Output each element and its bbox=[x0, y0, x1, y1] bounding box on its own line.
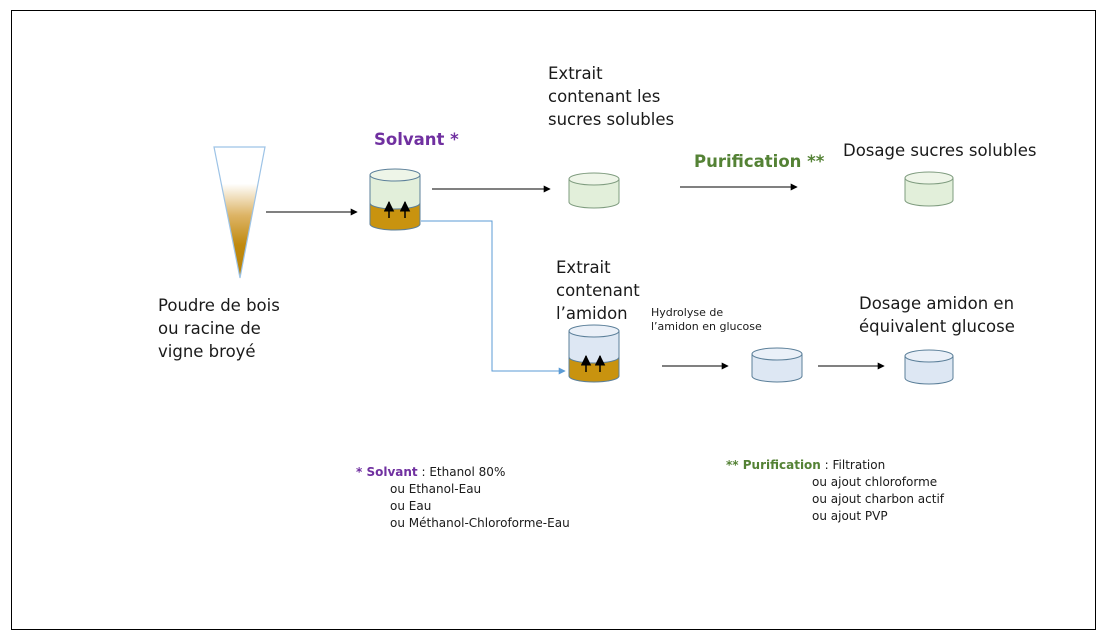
solvent-beaker bbox=[369, 168, 421, 231]
starch-dosage-beaker bbox=[904, 349, 954, 385]
starch-extract-label: Extrait contenant l’amidon bbox=[556, 256, 640, 325]
solvant-option: ou Eau bbox=[390, 499, 432, 513]
sugar-dosage-label: Dosage sucres solubles bbox=[843, 141, 1037, 160]
solvant-option: Ethanol 80% bbox=[429, 465, 506, 479]
starch-extract-beaker bbox=[568, 324, 620, 383]
powder-label: Poudre de bois ou racine de vigne broyé bbox=[158, 294, 280, 363]
purification-option: ou ajout charbon actif bbox=[812, 492, 944, 506]
starch-extract-label-line: Extrait bbox=[556, 258, 611, 277]
purification-option: ou ajout chloroforme bbox=[812, 475, 938, 489]
sugar-extract-label-line: sucres solubles bbox=[548, 110, 675, 129]
starch-dosage-label: Dosage amidon en équivalent glucose bbox=[859, 292, 1015, 338]
solvant-footnote-key: * Solvant bbox=[356, 465, 418, 479]
arrow-to-starch-extract bbox=[421, 220, 566, 375]
purification-label: Purification ** bbox=[694, 152, 825, 171]
hydrolysis-label-line: l’amidon en glucose bbox=[651, 320, 762, 333]
sugar-extract-label-line: Extrait bbox=[548, 64, 603, 83]
powder-cone-tube bbox=[213, 146, 266, 279]
purification-footnote: ** Purification : Filtration ou ajout ch… bbox=[726, 457, 944, 525]
solvant-option: ou Méthanol-Chloroforme-Eau bbox=[390, 516, 570, 530]
solvant-footnote-first-line: * Solvant : Ethanol 80% bbox=[356, 464, 570, 481]
starch-dosage-label-line: équivalent glucose bbox=[859, 317, 1015, 336]
purification-option: Filtration bbox=[832, 458, 886, 472]
purification-option: ou ajout PVP bbox=[812, 509, 888, 523]
starch-extract-label-line: l’amidon bbox=[556, 304, 628, 323]
sugar-dosage-beaker bbox=[904, 171, 954, 207]
powder-label-line: vigne broyé bbox=[158, 342, 256, 361]
solvant-option: ou Ethanol-Eau bbox=[390, 482, 482, 496]
footnote-separator: : bbox=[820, 458, 833, 472]
purification-footnote-first-line: ** Purification : Filtration bbox=[726, 457, 944, 474]
powder-label-line: Poudre de bois bbox=[158, 296, 280, 315]
sugar-extract-label: Extrait contenant les sucres solubles bbox=[548, 62, 674, 131]
hydrolysis-label-line: Hydrolyse de bbox=[651, 306, 724, 319]
starch-extract-label-line: contenant bbox=[556, 281, 640, 300]
powder-label-line: ou racine de bbox=[158, 319, 261, 338]
hydrolysis-label: Hydrolyse de l’amidon en glucose bbox=[651, 306, 762, 334]
sugar-extract-label-line: contenant les bbox=[548, 87, 661, 106]
footnote-separator: : bbox=[417, 465, 430, 479]
solvant-footnote: * Solvant : Ethanol 80% ou Ethanol-Eau o… bbox=[356, 464, 570, 532]
hydrolysis-beaker bbox=[751, 347, 803, 383]
purification-footnote-key: ** Purification bbox=[726, 458, 821, 472]
starch-dosage-label-line: Dosage amidon en bbox=[859, 294, 1015, 313]
soluble-sugar-extract-beaker bbox=[568, 172, 620, 209]
solvant-label: Solvant * bbox=[374, 130, 459, 149]
